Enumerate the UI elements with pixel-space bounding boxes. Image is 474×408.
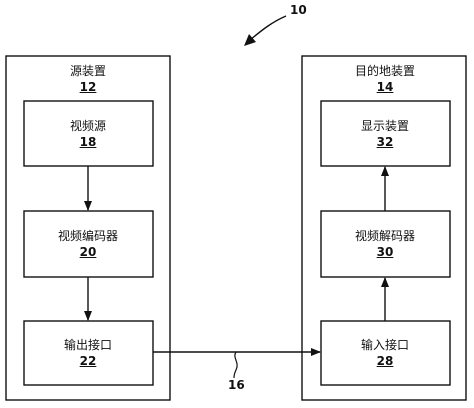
source-device-frame xyxy=(5,55,171,401)
link-ref-leader xyxy=(233,351,238,379)
video-source-number: 18 xyxy=(79,135,97,149)
destination-device-frame xyxy=(301,55,467,401)
figure-ref-number: 10 xyxy=(290,3,307,17)
video-decoder-label: 视频解码器 xyxy=(354,229,416,243)
output-interface-box xyxy=(23,320,154,386)
display-device-label: 显示装置 xyxy=(360,119,410,133)
video-encoder-box xyxy=(23,210,154,278)
video-decoder-box xyxy=(320,210,451,278)
input-interface-label: 输入接口 xyxy=(360,338,410,352)
input-interface-number: 28 xyxy=(376,354,394,368)
input-interface-box xyxy=(320,320,451,386)
figure-ref-leader xyxy=(249,15,287,41)
output-interface-number: 22 xyxy=(79,354,97,368)
output-interface-label: 输出接口 xyxy=(63,338,113,352)
video-encoder-number: 20 xyxy=(79,245,97,259)
video-decoder-number: 30 xyxy=(376,245,394,259)
destination-device-number: 14 xyxy=(376,80,394,94)
link-ref-number: 16 xyxy=(228,378,245,392)
video-encoder-label: 视频编码器 xyxy=(57,229,119,243)
figure-ref-arrowhead xyxy=(244,34,256,46)
video-source-label: 视频源 xyxy=(69,119,107,133)
source-device-number: 12 xyxy=(79,80,97,94)
destination-device-title: 目的地装置 xyxy=(354,64,416,78)
source-device-title: 源装置 xyxy=(69,64,107,78)
display-device-number: 32 xyxy=(376,135,394,149)
